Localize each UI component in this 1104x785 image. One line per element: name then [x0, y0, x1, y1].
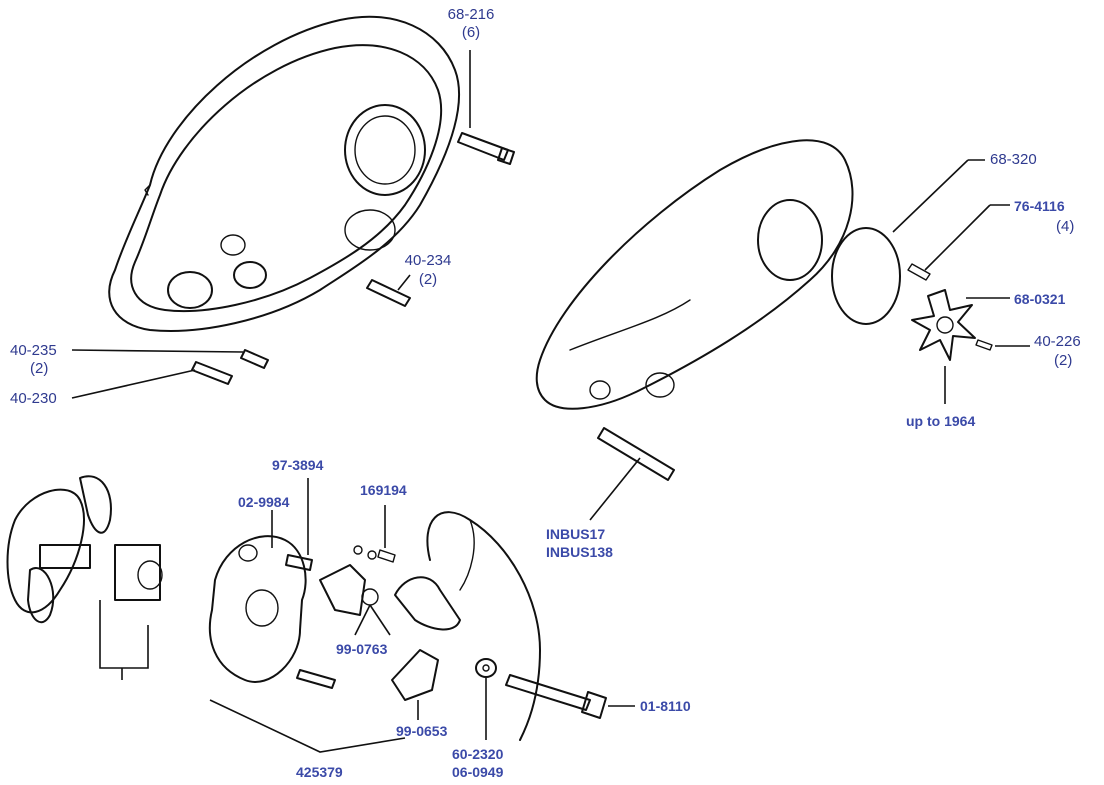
label-68-0321: 68-0321	[1014, 291, 1066, 307]
contact-breaker-plate	[208, 478, 313, 683]
label-inbus17: INBUS17	[546, 526, 606, 542]
inner-primary-case	[108, 15, 460, 332]
label-76-4116-qty: (4)	[1056, 218, 1075, 235]
label-40-226-qty: (2)	[1054, 352, 1073, 369]
label-inbus138: INBUS138	[546, 544, 613, 560]
screw-76-4116	[907, 204, 1010, 281]
nut-169194	[353, 505, 396, 563]
bolt-inbus	[589, 427, 675, 521]
bolt-40-234	[366, 274, 411, 307]
label-up-to-1964: up to 1964	[906, 413, 976, 429]
screw-40-230	[71, 361, 233, 399]
label-99-0653: 99-0653	[396, 723, 448, 739]
label-40-230: 40-230	[10, 390, 57, 407]
label-68-216-qty: (6)	[461, 24, 481, 41]
screw-plate	[296, 669, 336, 689]
lead-wire	[426, 511, 541, 741]
auto-advance-unit	[6, 475, 163, 680]
label-68-216: 68-216	[447, 6, 495, 23]
bolt-01-8110	[505, 674, 635, 719]
label-40-235-qty: (2)	[30, 360, 49, 377]
screw-40-226	[975, 339, 1030, 351]
label-99-0763: 99-0763	[336, 641, 388, 657]
outer-primary-cover	[535, 139, 854, 410]
leader-425379	[209, 699, 406, 753]
screw-40-235	[71, 349, 269, 369]
label-40-234-qty: (2)	[418, 271, 438, 288]
label-02-9984: 02-9984	[238, 494, 290, 510]
label-40-226: 40-226	[1034, 333, 1081, 350]
label-60-2320: 60-2320	[452, 746, 504, 762]
label-425379: 425379	[296, 764, 343, 780]
contact-points	[319, 564, 461, 636]
star-washer-68-0321	[911, 289, 1010, 404]
label-68-320: 68-320	[990, 151, 1037, 168]
inspection-cap-68-320	[831, 159, 985, 325]
label-97-3894: 97-3894	[272, 457, 324, 473]
washer-60-2320	[475, 658, 497, 740]
label-76-4116: 76-4116	[1014, 198, 1065, 214]
label-169194: 169194	[360, 482, 407, 498]
label-01-8110: 01-8110	[640, 698, 691, 714]
bolt-68-216	[457, 50, 515, 165]
label-40-234: 40-234	[404, 252, 452, 269]
label-06-0949: 06-0949	[452, 764, 504, 780]
label-40-235: 40-235	[10, 342, 57, 359]
cover-99-0653	[391, 649, 439, 720]
